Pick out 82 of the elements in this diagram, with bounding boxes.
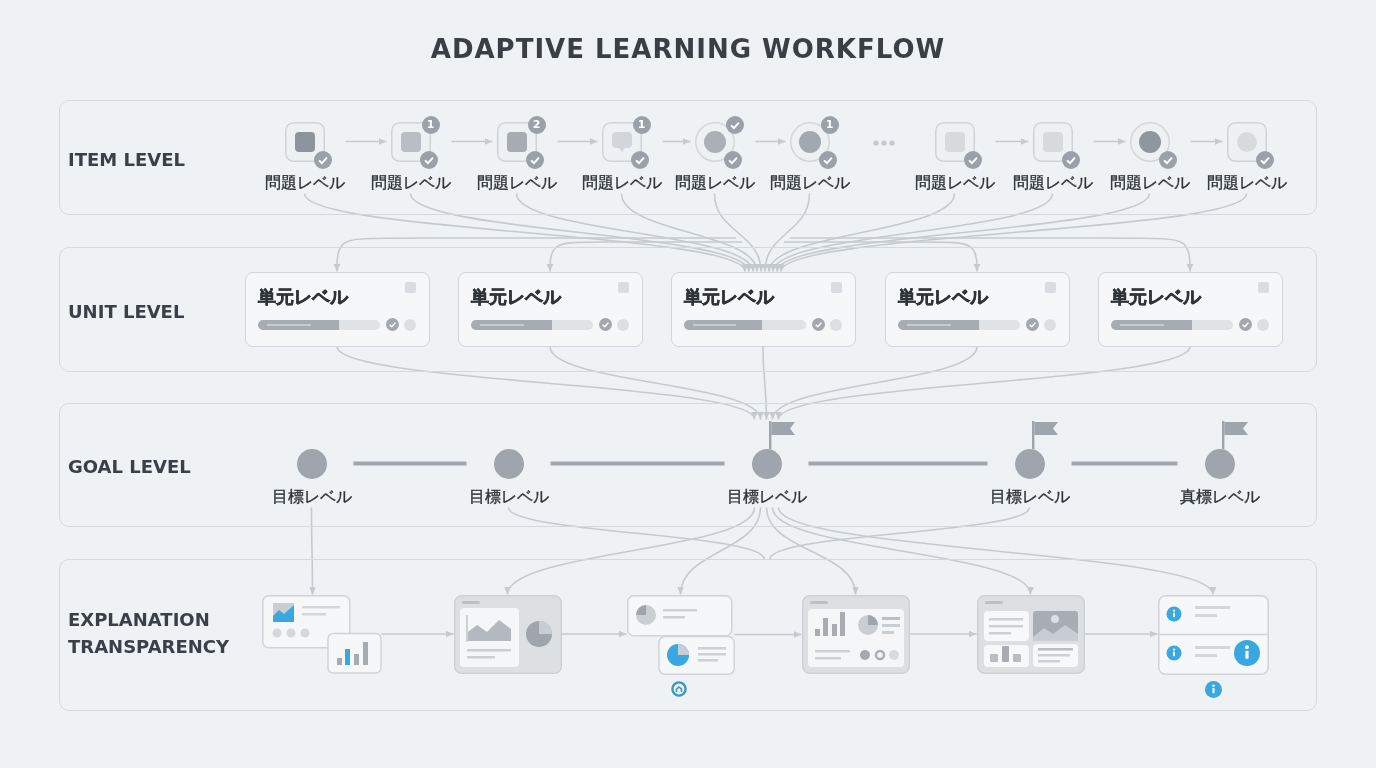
number-badge: 1: [632, 115, 651, 134]
level-band: [59, 247, 1317, 372]
goal-label: 目標レベル: [271, 486, 352, 507]
arrow: [309, 506, 316, 596]
goal-label: 目標レベル: [726, 486, 807, 507]
level-band: [59, 403, 1317, 527]
arrow: [1083, 630, 1159, 638]
arrow: [678, 506, 762, 596]
arrow: [560, 630, 628, 638]
unit-card: [884, 271, 1070, 347]
arrow: [762, 345, 770, 421]
arrow: [549, 345, 762, 421]
arrow: [409, 192, 750, 273]
arrow: [333, 237, 737, 273]
item-label: 問題レベル: [264, 172, 345, 192]
arrow: [506, 506, 756, 596]
connector-line: [769, 506, 1031, 560]
unit-label: 単元レベル: [1110, 285, 1201, 308]
unit-card: [244, 271, 430, 347]
number-badge: 2: [527, 115, 546, 134]
number-badge: 1: [421, 115, 440, 134]
item-label: 問題レベル: [769, 172, 850, 192]
arrow: [713, 192, 764, 273]
arrow: [768, 192, 956, 273]
connector-line: [808, 461, 988, 466]
arrow: [776, 192, 1151, 273]
connector-line: [353, 461, 467, 466]
arrow: [765, 506, 858, 596]
item-label: 問題レベル: [370, 172, 451, 192]
arrow: [772, 192, 1054, 273]
goal-label: 目標レベル: [468, 486, 549, 507]
unit-label: 単元レベル: [897, 285, 988, 308]
arrow: [661, 138, 692, 145]
arrow: [1092, 138, 1127, 145]
arrow: [777, 345, 1191, 421]
arrow: [771, 506, 1032, 596]
unit-label: 単元レベル: [257, 285, 348, 308]
item-label: 問題レベル: [1109, 172, 1190, 192]
arrow: [908, 630, 978, 638]
number-badge: 1: [820, 115, 839, 134]
connector-line: [507, 506, 765, 560]
level-label: EXPLANATION TRANSPARENCY: [68, 608, 231, 659]
arrow: [994, 138, 1030, 145]
level-label: ITEM LEVEL: [68, 147, 185, 172]
diagram-title: ADAPTIVE LEARNING WORKFLOW: [430, 33, 946, 65]
arrow: [783, 241, 981, 273]
item-label: 問題レベル: [1206, 172, 1287, 192]
level-band: [59, 100, 1317, 215]
level-label: UNIT LEVEL: [68, 299, 185, 324]
unit-label: 単元レベル: [470, 285, 561, 308]
unit-card: [670, 271, 856, 347]
arrow: [771, 345, 978, 421]
item-label: 問題レベル: [581, 172, 662, 192]
arrow: [777, 506, 1214, 596]
arrow: [450, 138, 494, 145]
arrow: [620, 192, 759, 273]
arrow: [733, 631, 803, 638]
item-label: 問題レベル: [476, 172, 557, 192]
connector-line: [1071, 461, 1178, 466]
level-label: GOAL LEVEL: [68, 454, 191, 479]
arrow: [780, 192, 1248, 273]
arrow: [762, 192, 811, 273]
arrow: [336, 345, 756, 421]
arrow: [303, 192, 746, 273]
unit-card: [457, 271, 643, 347]
item-label: 問題レベル: [1012, 172, 1093, 192]
unit-label: 単元レベル: [683, 285, 774, 308]
arrow: [546, 241, 743, 273]
item-label: 問題レベル: [914, 172, 995, 192]
goal-label: 真標レベル: [1179, 486, 1260, 507]
arrow: [344, 138, 388, 145]
level-band: [59, 559, 1317, 711]
goal-label: 目標レベル: [989, 486, 1070, 507]
arrow: [380, 630, 455, 638]
connector-line: [550, 461, 725, 466]
unit-card: [1097, 271, 1283, 347]
arrow: [515, 192, 754, 273]
arrow: [754, 138, 787, 145]
item-label: 問題レベル: [674, 172, 755, 192]
arrow: [1189, 138, 1224, 145]
arrow: [556, 138, 599, 145]
arrow: [789, 237, 1194, 273]
